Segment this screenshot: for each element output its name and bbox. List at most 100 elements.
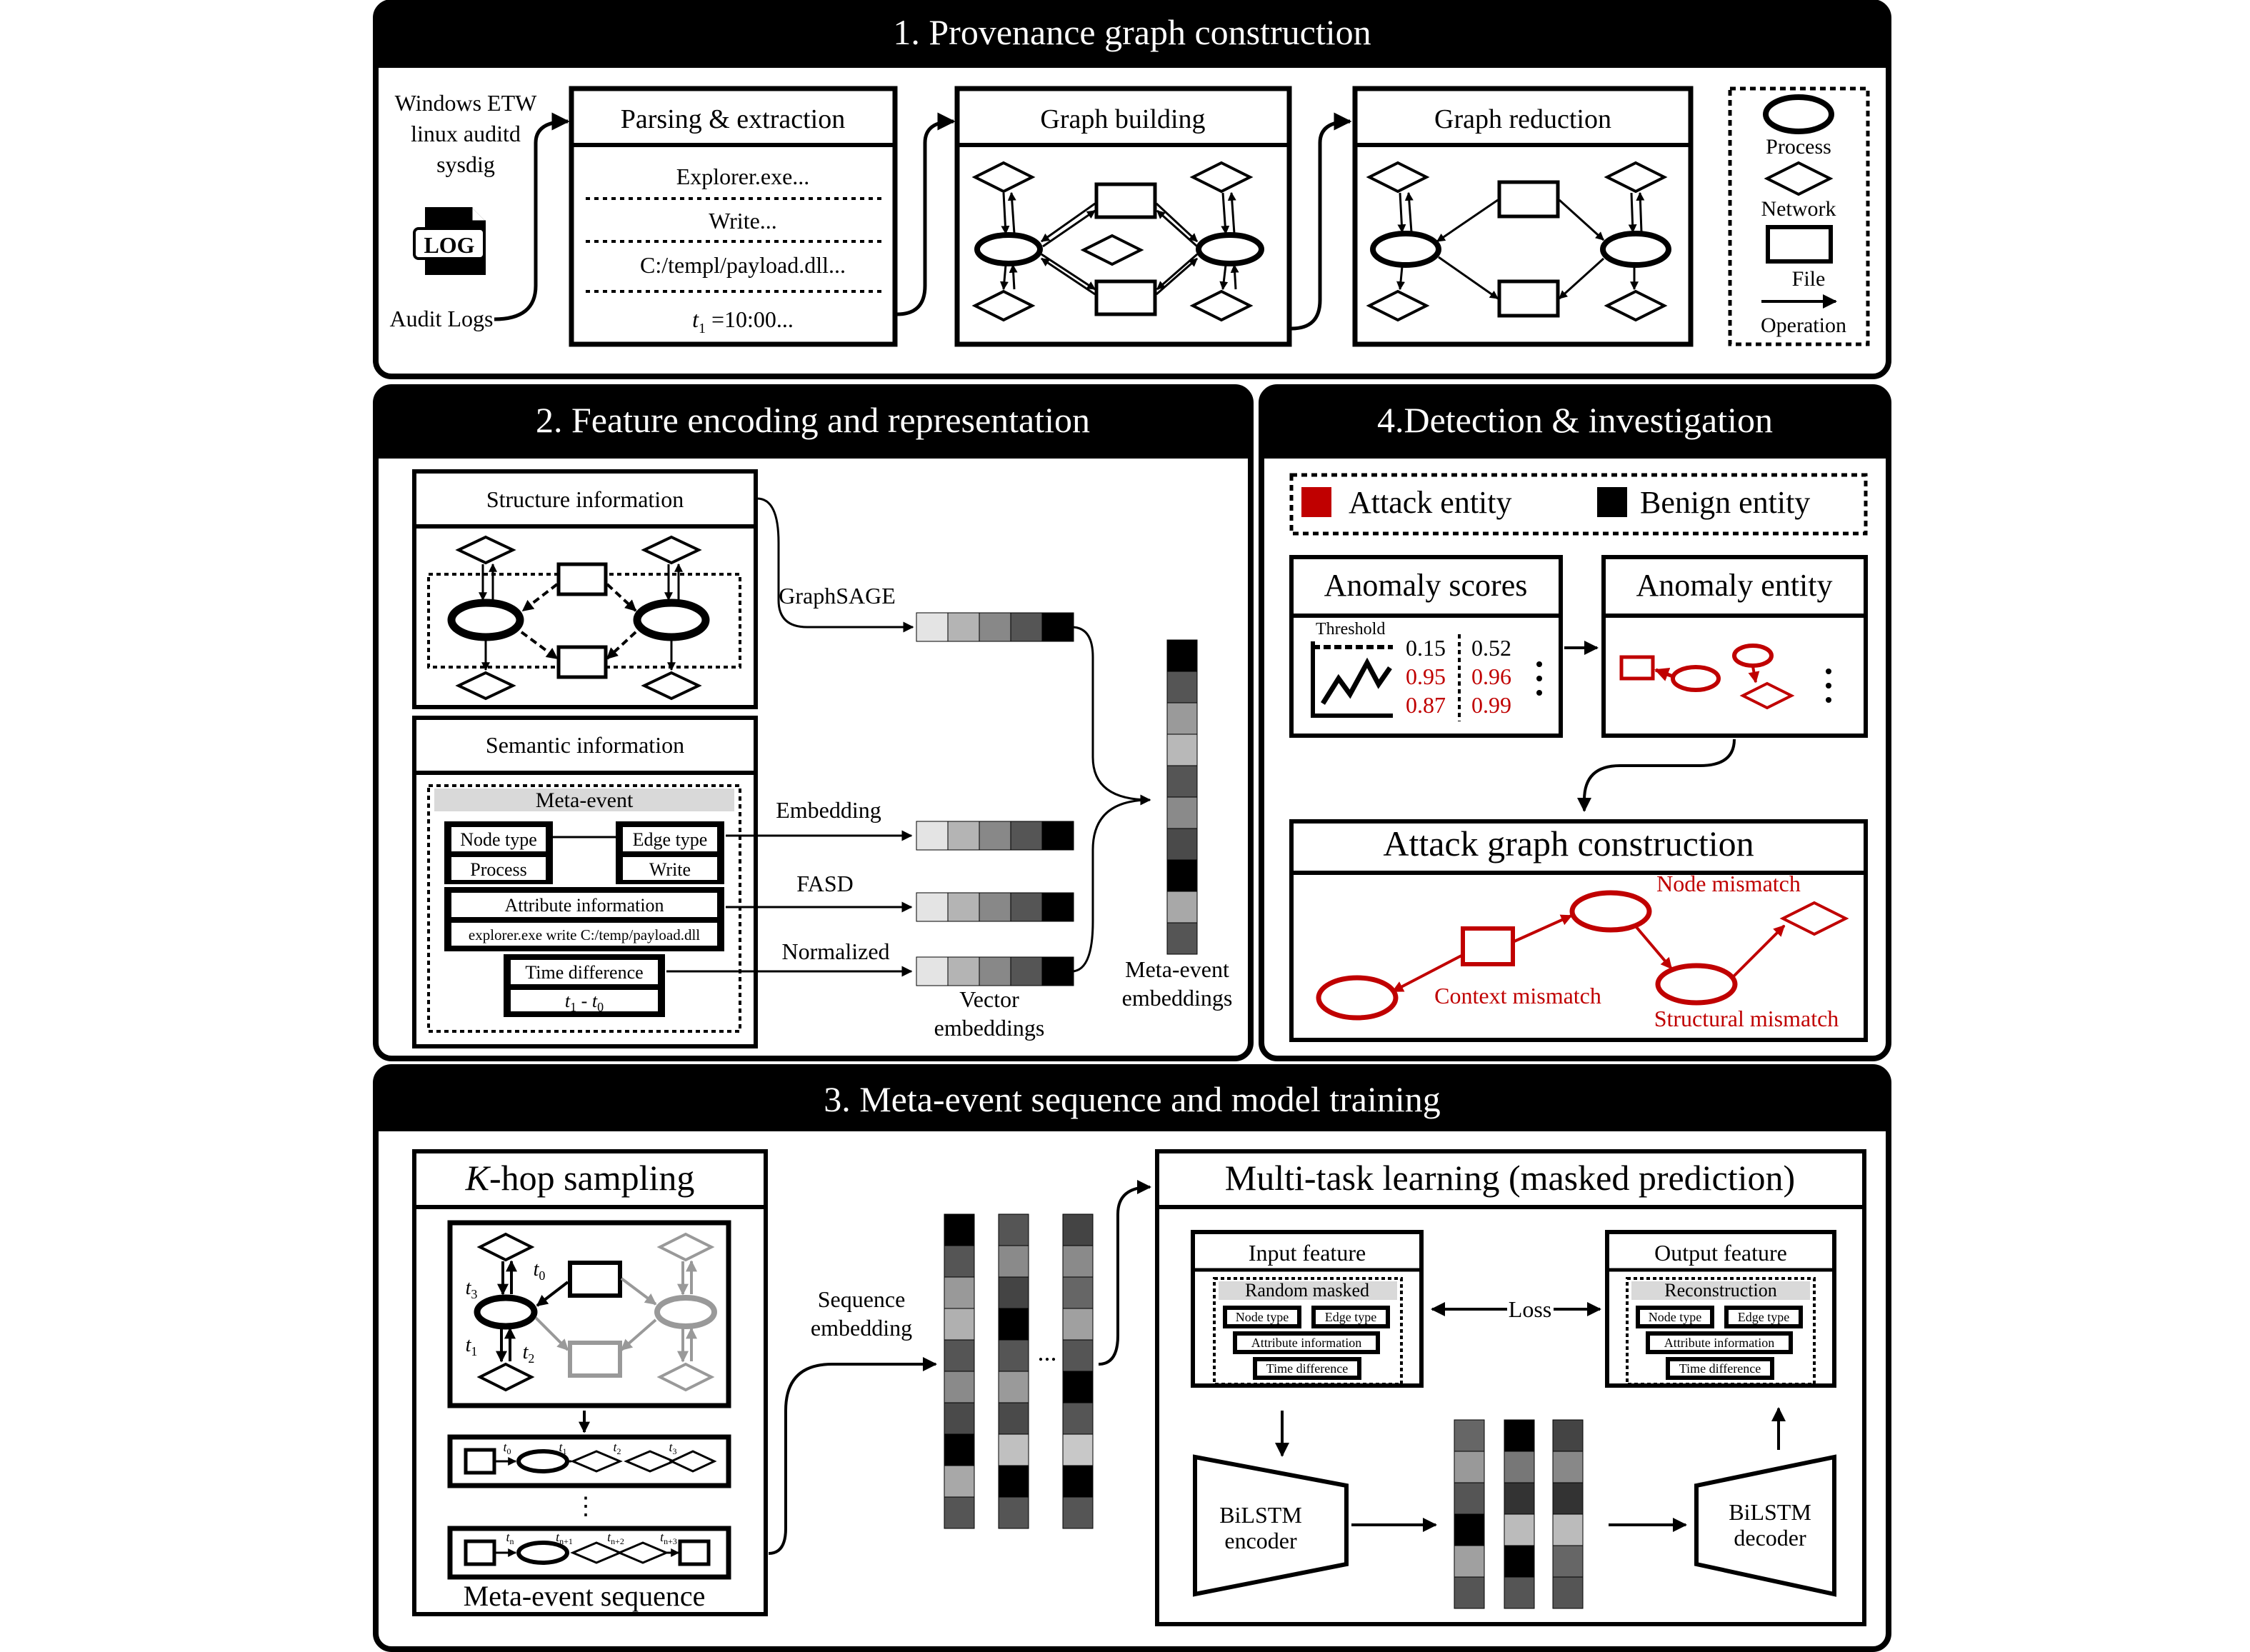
- khop-time-t2: t2: [523, 1341, 535, 1366]
- input-attribute-info: Attribute information: [1251, 1336, 1361, 1350]
- parsing-title: Parsing & extraction: [621, 104, 845, 134]
- encoder-label-2: encoder: [1224, 1528, 1297, 1553]
- vector-cell-1-2: [979, 821, 1011, 851]
- sequence-cell-1-7: [998, 1433, 1029, 1466]
- sequence-cell-2-2: [1062, 1276, 1094, 1309]
- source-linux-auditd: linux auditd: [411, 121, 521, 146]
- latent-cell-1-2: [1504, 1482, 1535, 1515]
- vector-cell-0-0: [916, 612, 949, 642]
- anomaly-trend-icon: [1311, 641, 1393, 718]
- node-mismatch-label: Node mismatch: [1656, 871, 1801, 896]
- parsing-time-line: t1 =10:00...: [692, 306, 794, 336]
- panel-provenance-graph-construction: 1. Provenance graph construction Windows…: [373, 0, 1891, 379]
- attribute-info-label: Attribute information: [504, 895, 664, 916]
- anomaly-entity-graph: [1619, 644, 1795, 710]
- fasd-label: FASD: [796, 871, 853, 896]
- sequence-cell-2-9: [1062, 1496, 1094, 1529]
- encoder-label-1: BiLSTM: [1219, 1502, 1302, 1528]
- source-sysdig: sysdig: [436, 151, 495, 177]
- panel-detection-investigation: 4.Detection & investigation Attack entit…: [1259, 384, 1891, 1061]
- anomaly-entity-title: Anomaly entity: [1636, 568, 1833, 603]
- latent-cell-0-4: [1454, 1545, 1485, 1578]
- sequence-cell-2-3: [1062, 1308, 1094, 1341]
- sequence-cell-1-8: [998, 1465, 1029, 1498]
- score-col2-0: 0.52: [1471, 635, 1511, 661]
- latent-cell-2-3: [1552, 1513, 1584, 1546]
- legend-process-label: Process: [1766, 135, 1831, 159]
- sequence-cell-0-3: [944, 1308, 975, 1341]
- seq-bottom-tn3: tn+3: [660, 1530, 677, 1546]
- time-difference-label: Time difference: [525, 962, 643, 983]
- sequence-cell-1-1: [998, 1245, 1029, 1278]
- latent-cell-1-0: [1504, 1419, 1535, 1452]
- output-feature-fields: [1636, 1306, 1803, 1380]
- meta-event-cell-5: [1166, 796, 1198, 829]
- legend-network-icon: [1764, 161, 1834, 196]
- edge-type-label: Edge type: [633, 829, 708, 850]
- structure-graph-figure: [447, 535, 710, 701]
- sequence-cell-2-4: [1062, 1339, 1094, 1372]
- seq-top-t1: t1: [559, 1440, 566, 1456]
- vector-cell-3-2: [979, 956, 1011, 986]
- output-time-difference: Time difference: [1679, 1361, 1761, 1376]
- vector-cell-3-0: [916, 956, 949, 986]
- bilstm-decoder-shape: [1694, 1454, 1836, 1597]
- latent-cell-1-1: [1504, 1451, 1535, 1483]
- khop-time-t1: t1: [466, 1334, 478, 1358]
- sequence-cell-1-5: [998, 1371, 1029, 1403]
- threshold-label: Threshold: [1316, 620, 1385, 639]
- meta-event-cell-3: [1166, 734, 1198, 766]
- latent-cell-1-5: [1504, 1576, 1535, 1609]
- decoder-label-2: decoder: [1734, 1525, 1806, 1551]
- sequence-cell-0-1: [944, 1245, 975, 1278]
- panel-2-title: 2. Feature encoding and representation: [536, 400, 1090, 440]
- vector-cell-0-4: [1041, 612, 1074, 642]
- loss-label: Loss: [1509, 1296, 1551, 1322]
- vector-cell-0-2: [979, 612, 1011, 642]
- vector-cell-1-4: [1041, 821, 1074, 851]
- graphsage-label: GraphSAGE: [779, 583, 896, 609]
- attack-graph-construction-title: Attack graph construction: [1383, 824, 1754, 863]
- vector-cell-1-0: [916, 821, 949, 851]
- panel-meta-event-sequence: 3. Meta-event sequence and model trainin…: [373, 1064, 1891, 1652]
- latent-cell-2-5: [1552, 1576, 1584, 1609]
- sequence-cell-0-0: [944, 1213, 975, 1246]
- sequence-cell-1-6: [998, 1402, 1029, 1435]
- khop-time-t3: t3: [466, 1277, 478, 1301]
- sequence-cell-2-5: [1062, 1371, 1094, 1403]
- latent-embedding-columns: [1454, 1419, 1584, 1609]
- sequence-cell-0-8: [944, 1465, 975, 1498]
- random-masked-label: Random masked: [1245, 1280, 1369, 1301]
- panel-4-title: 4.Detection & investigation: [1377, 400, 1773, 440]
- meta-event-cell-2: [1166, 702, 1198, 735]
- structure-information-title: Structure information: [486, 486, 684, 512]
- attack-entity-swatch: [1301, 487, 1331, 517]
- vector-cell-0-3: [1010, 612, 1043, 642]
- vector-cell-2-2: [979, 892, 1011, 922]
- parsing-line-3: C:/templ/payload.dll...: [640, 252, 846, 278]
- latent-cell-2-4: [1552, 1545, 1584, 1578]
- seq-top-t0: t0: [503, 1440, 511, 1456]
- khop-time-t0: t0: [534, 1258, 546, 1283]
- output-attribute-info: Attribute information: [1664, 1336, 1774, 1350]
- vector-cell-1-3: [1010, 821, 1043, 851]
- latent-cell-2-2: [1552, 1482, 1584, 1515]
- sequence-cell-1-3: [998, 1308, 1029, 1341]
- latent-cell-0-5: [1454, 1576, 1485, 1609]
- khop-sampling-title: K-hop sampling: [465, 1158, 695, 1198]
- audit-logs-label: Audit Logs: [390, 306, 494, 331]
- score-col1-0: 0.15: [1406, 635, 1446, 661]
- sequence-vertical-ellipsis: ⋮: [574, 1493, 598, 1520]
- attribute-info-value: explorer.exe write C:/temp/payload.dll: [469, 926, 700, 943]
- sequence-row-bottom: [464, 1539, 711, 1566]
- input-feature-title: Input feature: [1249, 1240, 1366, 1266]
- meta-event-sequence-label: Meta-event sequence: [464, 1580, 706, 1612]
- sequence-embedding-label-1: Sequence: [818, 1286, 906, 1312]
- meta-event-label: Meta-event: [536, 789, 634, 812]
- structural-mismatch-label: Structural mismatch: [1654, 1006, 1839, 1031]
- sequence-cell-1-4: [998, 1339, 1029, 1372]
- meta-event-embeddings-label-1: Meta-event: [1125, 956, 1229, 982]
- legend-file-icon: [1766, 225, 1833, 264]
- vector-embedding-rows: [916, 612, 1074, 986]
- score-col2-2: 0.99: [1471, 692, 1511, 718]
